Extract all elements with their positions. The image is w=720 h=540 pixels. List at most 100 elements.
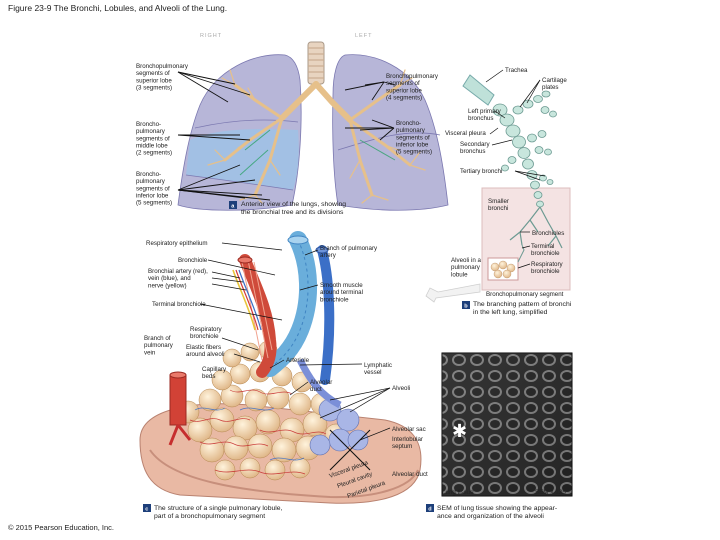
label-line: superior lobe [386,87,422,94]
label-respiratory-epithelium: Respiratory epithelium [146,240,208,247]
label-line: (4 segments) [386,94,422,101]
panel-d-tag [426,504,434,512]
branching-illustration [425,74,571,303]
label-line: bronchiole [190,333,219,340]
bronchial-tree [207,69,426,204]
label-line: Respiratory [190,326,223,333]
panel-d-tag-letter: d [428,507,431,513]
label-alveolar-duct: Alveolar duct [392,471,428,478]
label-bronchiole-c: Bronchiole [178,257,208,264]
label-line: beds [202,373,215,380]
branch-pulmonary-vein [169,374,187,426]
label-line: artery [320,252,337,259]
label-line: Branch of pulmonary [320,245,378,252]
figure-title: Figure 23-9 The Bronchi, Lobules, and Al… [8,3,227,13]
label-alveolar-sac: Alveolar sac [392,426,426,433]
label-line: duct [310,386,322,393]
label-line: pulmonary [396,127,426,134]
label-line: plates [542,84,559,91]
label-line: superior lobe [136,77,172,84]
label-line: Respiratory [531,261,564,268]
panel-b-tag-letter: b [464,304,468,310]
label-line: around alveoli [186,351,225,358]
label-line: inferior lobe [396,141,429,148]
side-label-right: RIGHT [200,33,222,39]
left-lung [332,54,449,211]
label-line: segments of [386,80,420,87]
lobule-illustration [139,231,422,504]
panel-c-tag-letter: c [145,507,148,513]
label-line: Branch of [144,335,171,342]
label-bronchioles: Bronchioles [532,230,564,237]
label-bronchopulmonary-segment: Bronchopulmonary segment [486,291,564,298]
label-line: Bronchopulmonary [136,63,189,70]
sem-image: ✱ [441,352,573,497]
lungs-illustration [177,41,449,211]
label-line: Capillary [202,366,227,373]
label-line: segments of [396,134,430,141]
label-line: ance and organization of the alveoli [437,513,544,520]
label-line: (2 segments) [136,150,172,157]
label-line: The branching pattern of bronchi [473,301,572,308]
copyright: © 2015 Pearson Education, Inc. [8,523,114,532]
label-line: bronchi [488,205,508,212]
label-visceral-pleura-b: Visceral pleura [445,130,486,137]
label-lung-tissue: Lung tissue [442,489,474,496]
panel-a-leaders [177,71,396,201]
label-line: pulmonary [144,342,174,349]
label-line: nerve (yellow) [148,282,187,289]
label-line: Interlobular [392,436,423,443]
label-alveoli: Alveoli [392,385,410,392]
label-line: bronchiole [320,296,349,303]
label-line: pulmonary [136,128,166,135]
label-line: Left primary [468,108,502,115]
label-line: Terminal [531,243,554,250]
label-sem-magnification: SEM × 125 [535,489,566,496]
label-line: Secondary [460,141,490,148]
panel-c-leaders [199,242,391,441]
label-line: Broncho- [396,120,421,127]
label-line: vessel [364,369,382,376]
panel-d-caption: SEM of lung tissue showing the appear-an… [437,505,557,520]
label-line: around terminal [320,289,363,296]
label-line: Cartilage [542,77,567,84]
panel-a-tag [229,201,237,209]
label-line: The structure of a single pulmonary lobu… [154,505,283,512]
label-line: Bronchopulmonary [386,73,439,80]
label-trachea: Trachea [505,67,528,74]
label-line: bronchus [460,148,485,155]
label-tertiary-bronchi: Tertiary bronchi [460,168,502,175]
label-line: bronchus [468,115,493,122]
label-line: the bronchial tree and its divisions [241,209,344,216]
label-arteriole: Arteriole [286,357,310,364]
zoom-arrow [425,283,481,303]
label-line: part of a bronchopulmonary segment [154,513,265,520]
label-line: bronchiole [531,268,560,275]
pulmonary-vein-c [317,245,335,385]
panel-b-leaders [485,69,546,269]
label-line: lobule [451,271,468,278]
label-line: Broncho- [136,121,161,128]
label-line: Anterior view of the lungs, showing [241,201,346,208]
label-line: Broncho- [136,171,161,178]
label-line: septum [392,443,412,450]
